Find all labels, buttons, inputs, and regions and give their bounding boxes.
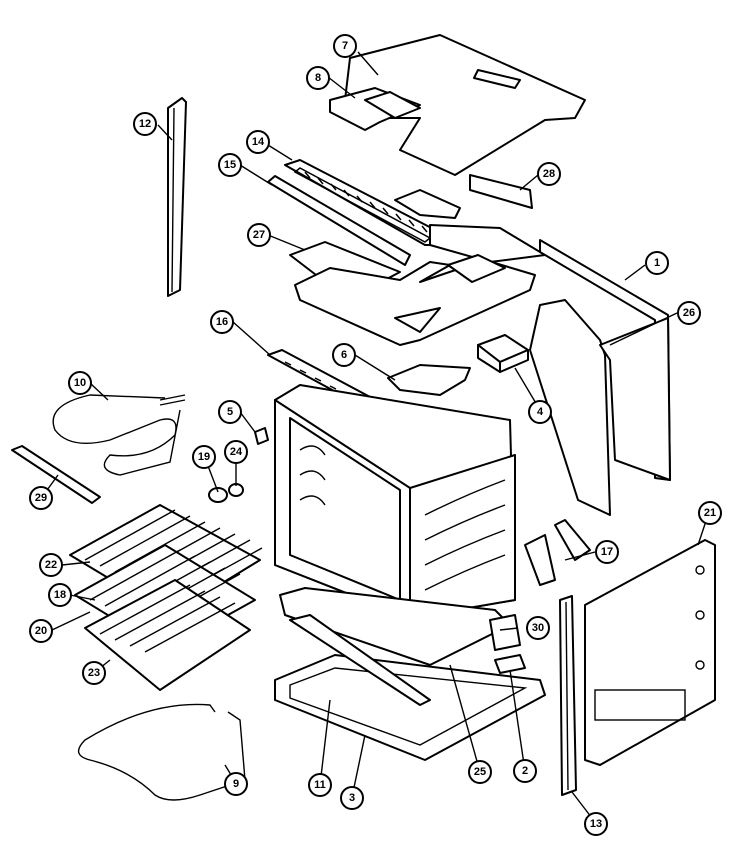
part-light-bulb	[208, 483, 244, 503]
callout-12: 12	[133, 112, 157, 136]
callout-22: 22	[39, 553, 63, 577]
part-vent-rail	[284, 159, 446, 246]
callout-4: 4	[528, 400, 552, 424]
part-door-hinge	[524, 519, 591, 586]
callout-25: 25	[468, 760, 492, 784]
callout-24: 24	[224, 440, 248, 464]
svg-text:29: 29	[35, 492, 47, 504]
part-upper-insulation	[289, 189, 546, 346]
callout-2: 2	[513, 759, 537, 783]
callout-13: 13	[584, 812, 608, 836]
svg-text:7: 7	[342, 40, 348, 52]
part-oven-cavity	[274, 384, 516, 619]
part-right-panel	[584, 539, 716, 766]
svg-text:1: 1	[654, 257, 660, 269]
callout-5: 5	[218, 400, 242, 424]
part-bracket-strip	[11, 445, 101, 504]
svg-text:6: 6	[341, 349, 347, 361]
callout-28: 28	[537, 162, 561, 186]
svg-text:25: 25	[474, 766, 486, 778]
callout-18: 18	[48, 583, 72, 607]
svg-text:22: 22	[45, 559, 57, 571]
callout-1: 1	[645, 251, 669, 275]
svg-text:9: 9	[233, 778, 239, 790]
part-bake-element	[77, 703, 246, 801]
callout-14: 14	[246, 130, 270, 154]
svg-text:17: 17	[601, 546, 613, 558]
svg-text:28: 28	[543, 168, 555, 180]
callout-9: 9	[224, 772, 248, 796]
callout-11: 11	[308, 773, 332, 797]
part-oven-rack-lower	[84, 579, 251, 691]
svg-text:15: 15	[224, 159, 236, 171]
svg-text:3: 3	[349, 792, 355, 804]
part-clip	[254, 427, 269, 445]
svg-text:19: 19	[198, 451, 210, 463]
part-right-side-panel	[529, 239, 671, 516]
svg-text:18: 18	[54, 589, 66, 601]
svg-text:4: 4	[537, 406, 544, 418]
part-top-plate	[329, 87, 421, 131]
svg-text:12: 12	[139, 118, 151, 130]
callout-7: 7	[333, 34, 357, 58]
callout-21: 21	[698, 501, 722, 525]
svg-text:10: 10	[74, 377, 86, 389]
part-left-trim-strip	[167, 97, 187, 297]
callout-17: 17	[595, 540, 619, 564]
callout-27: 27	[247, 223, 271, 247]
callout-20: 20	[29, 619, 53, 643]
callout-16: 16	[210, 310, 234, 334]
part-right-trim-strip	[559, 595, 577, 796]
part-front-rail	[267, 175, 411, 266]
svg-text:30: 30	[532, 622, 544, 634]
part-top-bracket	[387, 364, 471, 396]
svg-text:24: 24	[230, 446, 243, 458]
callout-10: 10	[68, 371, 92, 395]
callout-30: 30	[526, 616, 550, 640]
svg-text:14: 14	[252, 136, 265, 148]
svg-text:23: 23	[88, 667, 100, 679]
part-rear-bracket	[469, 174, 533, 209]
svg-text:27: 27	[253, 229, 265, 241]
svg-text:11: 11	[314, 779, 326, 791]
part-broil-element	[52, 394, 186, 476]
callout-19: 19	[192, 445, 216, 469]
part-bottom-tray	[274, 614, 546, 761]
callout-23: 23	[82, 661, 106, 685]
svg-text:8: 8	[315, 72, 321, 84]
svg-text:21: 21	[704, 507, 716, 519]
svg-text:5: 5	[227, 406, 233, 418]
svg-text:16: 16	[216, 316, 228, 328]
svg-text:20: 20	[35, 625, 47, 637]
svg-text:2: 2	[522, 765, 528, 777]
part-switch	[477, 334, 529, 373]
callout-8: 8	[306, 66, 330, 90]
callout-26: 26	[677, 301, 701, 325]
callout-29: 29	[29, 486, 53, 510]
svg-text:26: 26	[683, 307, 695, 319]
callout-6: 6	[332, 343, 356, 367]
callout-15: 15	[218, 153, 242, 177]
part-bottom-pan	[279, 587, 526, 674]
svg-text:13: 13	[590, 818, 602, 830]
callout-3: 3	[340, 786, 364, 810]
